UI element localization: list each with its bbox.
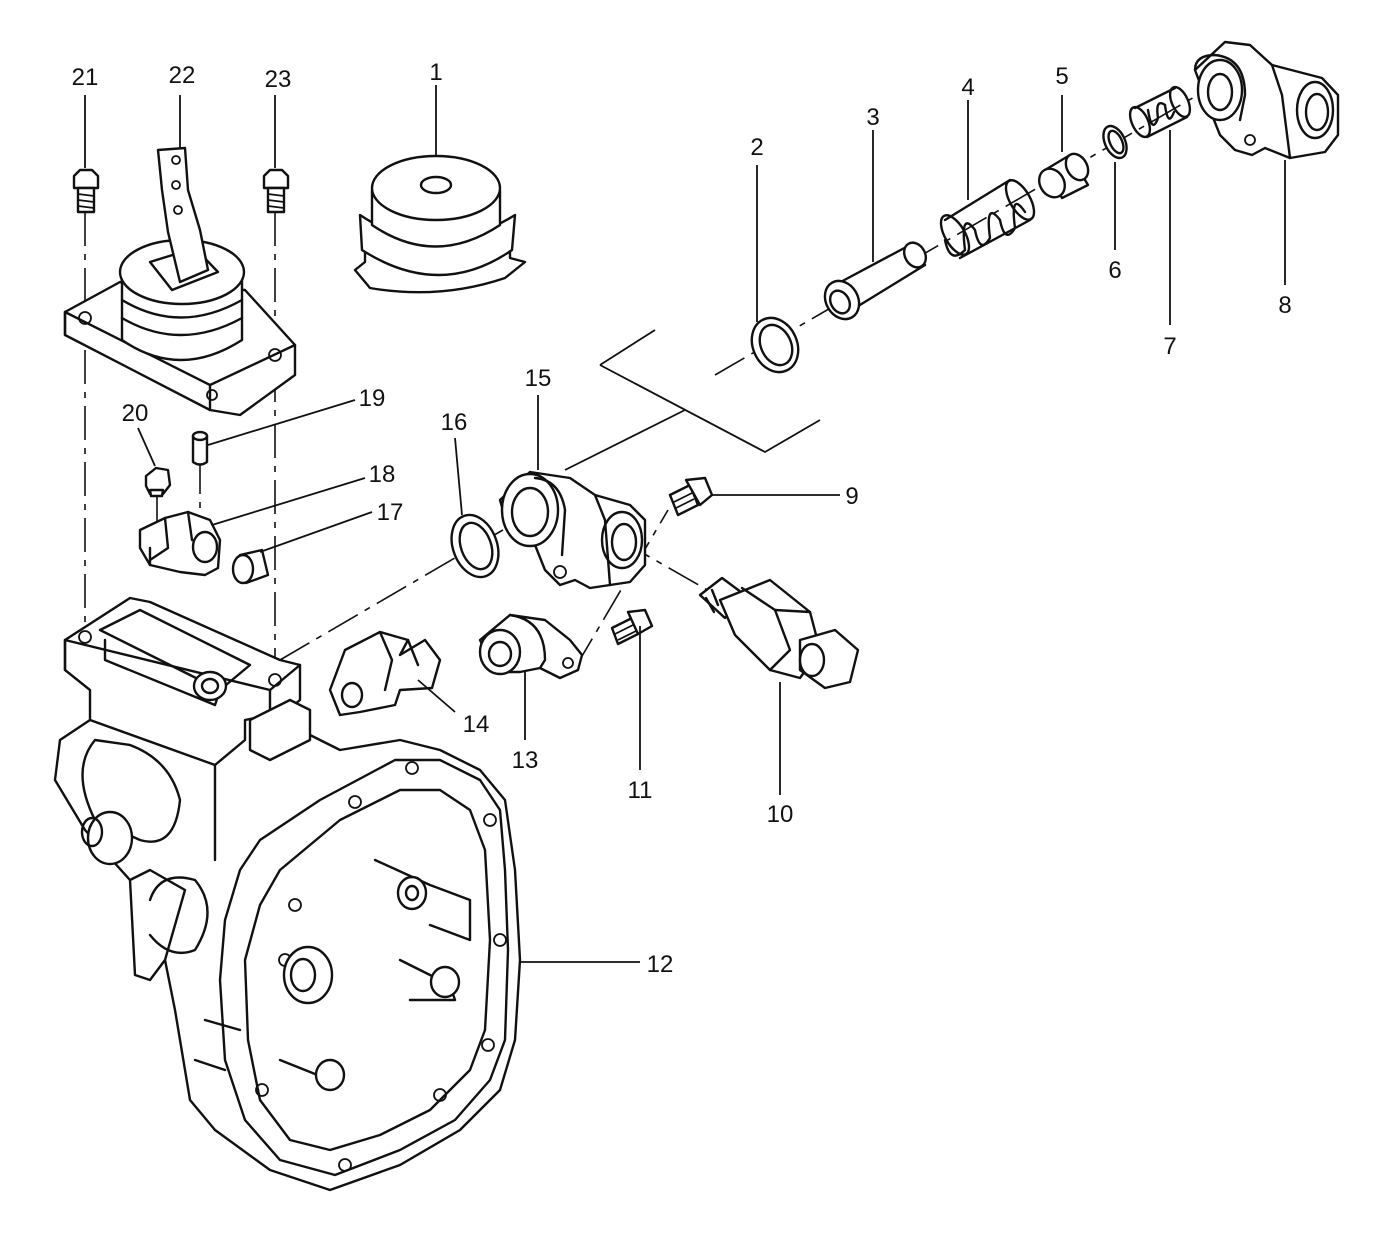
- callout-23: 23: [265, 66, 292, 93]
- snap-ring-6: [1102, 124, 1128, 160]
- callout-7: 7: [1163, 333, 1176, 360]
- callout-5: 5: [1055, 63, 1068, 90]
- callout-14: 14: [463, 711, 490, 738]
- cap-5: [1037, 152, 1090, 200]
- callout-10: 10: [767, 801, 794, 828]
- bushing-17: [231, 548, 270, 585]
- leader-lines: [84, 85, 1286, 963]
- rubber-boot-cover: [353, 154, 527, 294]
- callout-12: 12: [647, 951, 674, 978]
- callout-17: 17: [377, 499, 404, 526]
- callout-19: 19: [359, 385, 386, 412]
- gearbox-housing: [53, 596, 522, 1192]
- spring-7: [1128, 85, 1192, 139]
- piston-3: [823, 241, 928, 321]
- cylinder-housing-8: [1193, 40, 1340, 160]
- callout-11: 11: [628, 777, 653, 804]
- seal-ring-16: [450, 513, 500, 579]
- plug-20: [144, 466, 172, 498]
- callout-1: 1: [429, 59, 442, 86]
- callout-3: 3: [866, 104, 879, 131]
- callout-20: 20: [122, 400, 149, 427]
- circlip-2: [750, 316, 800, 374]
- bolt-21: [72, 168, 100, 214]
- position-sensor-13: [478, 613, 584, 680]
- cylinder-body-15: [498, 470, 647, 590]
- callout-22: 22: [169, 62, 196, 89]
- callout-9: 9: [845, 483, 858, 510]
- shift-lever-housing: [63, 146, 297, 417]
- spring-4: [939, 178, 1036, 260]
- callout-8: 8: [1278, 292, 1291, 319]
- callout-6: 6: [1108, 257, 1121, 284]
- selector-block-18: [138, 510, 222, 577]
- bleed-screw-9: [668, 476, 714, 517]
- callout-13: 13: [512, 747, 539, 774]
- callout-labels: 1 2 3 4 5 6 7 8 9 10 11 12 13 14 15 16 1…: [72, 59, 1292, 978]
- bolt-23: [262, 168, 290, 214]
- reference-bracket: [564, 329, 821, 471]
- callout-2: 2: [750, 134, 763, 161]
- callout-16: 16: [441, 409, 468, 436]
- sensor-switch-10: [698, 576, 860, 690]
- screw-11: [610, 608, 654, 646]
- callout-4: 4: [961, 74, 974, 101]
- connector-14: [328, 630, 442, 717]
- callout-15: 15: [525, 365, 552, 392]
- callout-21: 21: [72, 64, 99, 91]
- callout-18: 18: [369, 461, 396, 488]
- pin-19: [191, 430, 209, 466]
